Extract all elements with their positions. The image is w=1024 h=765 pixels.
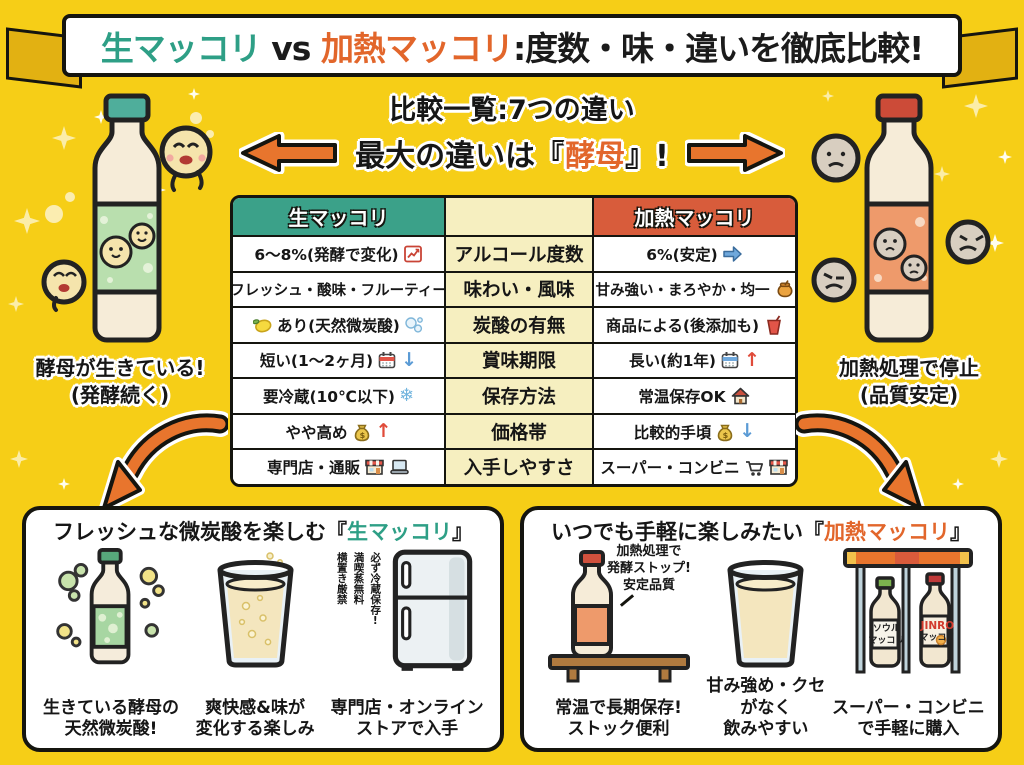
- table-row-label: 保存方法: [444, 377, 594, 413]
- title-raw: 生マッコリ: [100, 28, 262, 68]
- snowflake-icon: ❄: [398, 385, 415, 407]
- table-row-heated: 甘み強い・まろやか・均一: [594, 270, 795, 307]
- biggest-difference-text: 最大の違いは『酵母』!: [355, 139, 669, 174]
- heated-makgeolli-panel: いつでも手軽に楽しみたい『加熱マッコリ』 加熱処理で 発酵ストップ! 安定品質 …: [520, 506, 1002, 752]
- heated-caption-3: スーパー・コンビニ で手軽に購入: [831, 697, 985, 739]
- raw-caption-1: 生きている酵母の 天然微炭酸!: [43, 697, 179, 739]
- calendar-icon: [721, 352, 739, 369]
- sparkle-icon: [990, 450, 1008, 468]
- subtitle-line1: 比較一覧:7つの違い: [389, 95, 635, 126]
- calendar-icon: [378, 352, 396, 369]
- bubbles-icon: [405, 317, 423, 333]
- raw-caption-2: 爽快感&味が 変化する楽しみ: [195, 697, 315, 739]
- heated-panel-title: いつでも手軽に楽しみたい『加熱マッコリ』: [551, 520, 971, 544]
- heat-process-note: 加熱処理で 発酵ストップ! 安定品質: [593, 544, 705, 607]
- seoul-makgeolli-label: ソウル マッコリ: [868, 624, 905, 646]
- heated-caption-1: 常温で長期保存! ストック便利: [555, 697, 682, 739]
- drink-cup-icon: [767, 315, 782, 335]
- table-row-label: アルコール度数: [444, 235, 594, 271]
- table-row-label: 賞味期限: [444, 341, 594, 378]
- sparkle-icon: [952, 478, 964, 490]
- shelf-bottles-graphic: [843, 548, 974, 674]
- up-arrow-icon: ↑: [744, 348, 760, 371]
- chart-up-icon: [403, 245, 422, 263]
- money-bag-icon: $: [717, 424, 733, 441]
- table-row-heated: 比較的手頃 $ ↓: [594, 412, 795, 449]
- table-row-raw: 専門店・通販: [233, 448, 444, 484]
- down-arrow-icon: ↓: [401, 348, 418, 371]
- title-banner: 生マッコリ vs 加熱マッコリ:度数・味・違いを徹底比較!: [62, 14, 962, 77]
- svg-text:$: $: [723, 431, 729, 440]
- honey-pot-icon: [776, 280, 793, 298]
- table-row-heated: 商品による(後添加も): [594, 306, 795, 342]
- table-row-label: 入手しやすさ: [444, 448, 594, 484]
- curved-arrow-left-icon: [99, 410, 228, 512]
- raw-panel-title: フレッシュな微炭酸を楽しむ『生マッコリ』: [53, 520, 473, 544]
- store-icon: [768, 459, 788, 476]
- house-icon: [731, 387, 749, 405]
- bubbly-bottle-illustration: [55, 548, 165, 665]
- table-header-raw: 生マッコリ: [233, 198, 444, 235]
- plain-glass-illustration: [727, 560, 804, 668]
- cart-icon: [745, 460, 763, 476]
- left-arrow-icon: [239, 132, 340, 174]
- sparkle-icon: [10, 450, 28, 468]
- table-row-raw: 6〜8%(発酵で変化): [233, 235, 444, 271]
- table-row-heated: スーパー・コンビニ: [594, 448, 795, 484]
- table-row-raw: 要冷蔵(10℃以下) ❄: [233, 377, 444, 413]
- heated-side-note: 加熱処理で停止 (品質安定): [839, 356, 979, 407]
- svg-text:$: $: [359, 431, 365, 440]
- store-icon: [365, 459, 384, 476]
- table-row-raw: フレッシュ・酸味・フルーティー: [233, 270, 447, 307]
- raw-makgeolli-panel: フレッシュな微炭酸を楽しむ『生マッコリ』 生きている酵母の: [22, 506, 504, 752]
- heated-makgeolli-bottle-illustration: [811, 93, 991, 343]
- bubbly-glass-illustration: [217, 552, 294, 668]
- raw-side-note: 酵母が生きている! (発酵続く): [35, 356, 205, 407]
- fridge-vertical-note: 必ず冷蔵保存! 満喫蒸無料 横置き厳禁: [335, 552, 382, 627]
- table-row-label: 価格帯: [444, 412, 594, 449]
- table-row-label: 味わい・風味: [444, 270, 594, 307]
- laptop-icon: [390, 459, 409, 475]
- page-title: 生マッコリ vs 加熱マッコリ:度数・味・違いを徹底比較!: [100, 22, 924, 70]
- title-vs: vs: [271, 28, 311, 68]
- title-suffix: :度数・味・違いを徹底比較!: [512, 28, 924, 68]
- table-row-heated: 常温保存OK: [594, 377, 795, 413]
- stable-right-arrow-icon: [722, 246, 742, 262]
- table-row-label: 炭酸の有無: [444, 306, 594, 342]
- money-bag-icon: $: [354, 424, 369, 441]
- store-shelf-illustration: ソウル マッコリ JINRO マッコリ: [843, 548, 974, 676]
- sparkle-icon: [8, 296, 24, 312]
- up-arrow-icon: ↑: [375, 420, 392, 443]
- table-header-heated: 加熱マッコリ: [594, 198, 795, 235]
- table-row-heated: 長い(約1年) ↑: [594, 341, 795, 378]
- raw-caption-3: 専門店・オンライン ストアで入手: [330, 697, 484, 739]
- table-row-raw: やや高め $ ↑: [233, 412, 444, 449]
- highlight-yeast: 酵母: [565, 139, 626, 174]
- jinro-makgeolli-label: JINRO マッコリ: [919, 620, 956, 644]
- subtitle-line2: 最大の違いは『酵母』!: [0, 131, 1024, 175]
- sparkle-icon: [58, 478, 70, 490]
- lemon-icon: [253, 319, 272, 333]
- table-header-mid: [444, 198, 594, 235]
- raw-makgeolli-bottle-illustration: [41, 93, 214, 343]
- table-row-raw: あり(天然微炭酸): [233, 306, 444, 342]
- table-row-raw: 短い(1〜2ヶ月) ↓: [233, 341, 444, 378]
- table-row-heated: 6%(安定): [594, 235, 795, 271]
- fridge-illustration: [393, 549, 473, 671]
- curved-arrow-right-icon: [796, 410, 925, 512]
- comparison-table: 生マッコリ 加熱マッコリ 6〜8%(発酵で変化) アルコール度数 6%(安定) …: [230, 195, 798, 487]
- title-heated: 加熱マッコリ: [320, 28, 514, 68]
- heated-caption-2: 甘み強め・クセがなく 飲みやすい: [706, 676, 826, 739]
- bench-bottle-illustration: [547, 550, 690, 683]
- down-arrow-icon: ↓: [739, 420, 756, 443]
- right-arrow-icon: [684, 132, 785, 174]
